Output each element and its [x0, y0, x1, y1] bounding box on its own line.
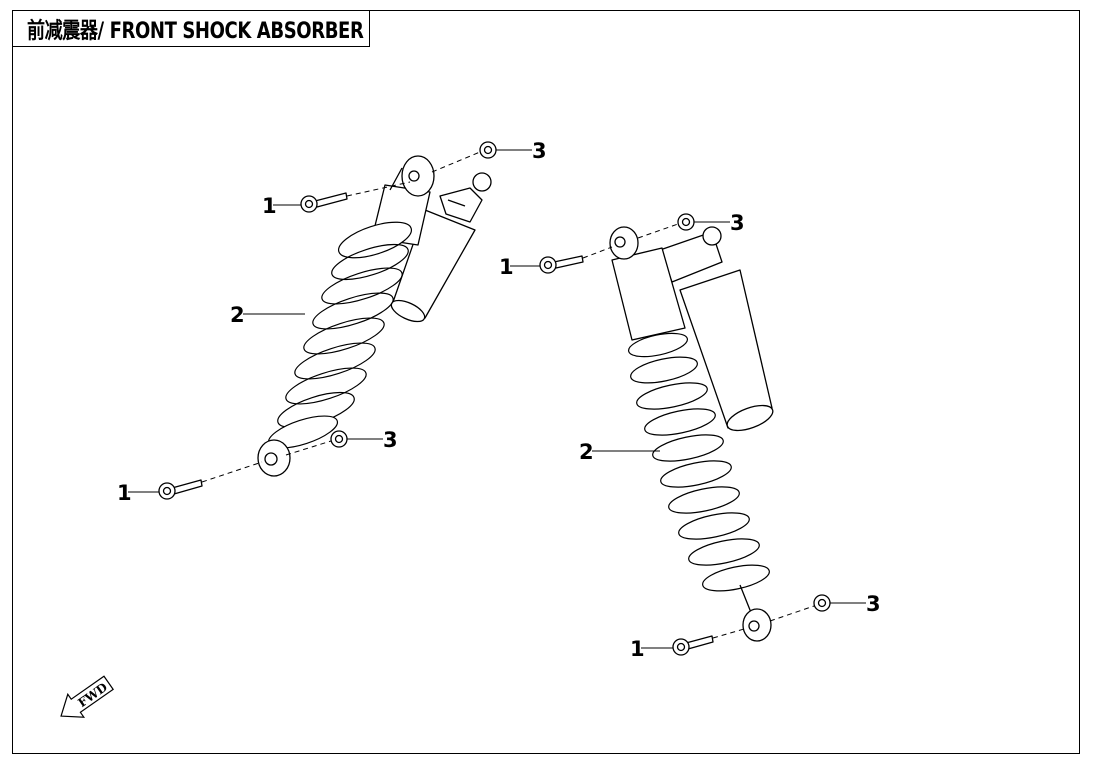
- left-shock-absorber: [257, 155, 492, 477]
- callout-right-nut-bottom: 3: [866, 592, 881, 616]
- right-coil-spring: [627, 332, 770, 592]
- right-bottom-eyelet: [742, 608, 772, 642]
- callout-right-bolt-bottom: 1: [630, 637, 645, 661]
- callout-left-bolt-top: 1: [262, 194, 277, 218]
- callout-left-shock: 2: [230, 303, 245, 327]
- callout-left-nut-bottom: 3: [383, 428, 398, 452]
- callout-left-bolt-bottom: 1: [117, 481, 132, 505]
- callout-left-nut-top: 3: [532, 139, 547, 163]
- leader-lines: [128, 149, 866, 649]
- callout-right-bolt-top: 1: [499, 255, 514, 279]
- left-bottom-nut: [330, 430, 348, 448]
- right-bottom-bolt: [672, 635, 714, 656]
- callout-numbers: 1 3 2 3 1 1 3 2 3 1: [117, 139, 881, 661]
- diagram-frame: [12, 10, 1080, 754]
- right-shaft: [739, 584, 753, 616]
- right-shock-absorber: [609, 226, 774, 642]
- right-reservoir: [659, 226, 774, 432]
- left-top-bolt: [300, 192, 348, 213]
- right-top-body: [609, 226, 686, 341]
- assembly-lines: [201, 151, 815, 639]
- right-top-bolt: [539, 255, 584, 274]
- diagram-title: 前减震器/ FRONT SHOCK ABSORBER: [27, 18, 364, 44]
- right-bottom-nut: [813, 594, 831, 612]
- left-bottom-eyelet: [257, 439, 291, 477]
- left-top-nut: [479, 141, 497, 159]
- right-top-nut: [677, 213, 695, 231]
- callout-right-nut-top: 3: [730, 211, 745, 235]
- fwd-arrow-icon: FWD: [60, 675, 114, 718]
- left-reservoir: [390, 172, 492, 323]
- callout-right-shock: 2: [579, 440, 594, 464]
- title-box: 前减震器/ FRONT SHOCK ABSORBER: [12, 10, 370, 47]
- left-bottom-bolt: [158, 479, 203, 500]
- left-coil-spring: [267, 221, 412, 449]
